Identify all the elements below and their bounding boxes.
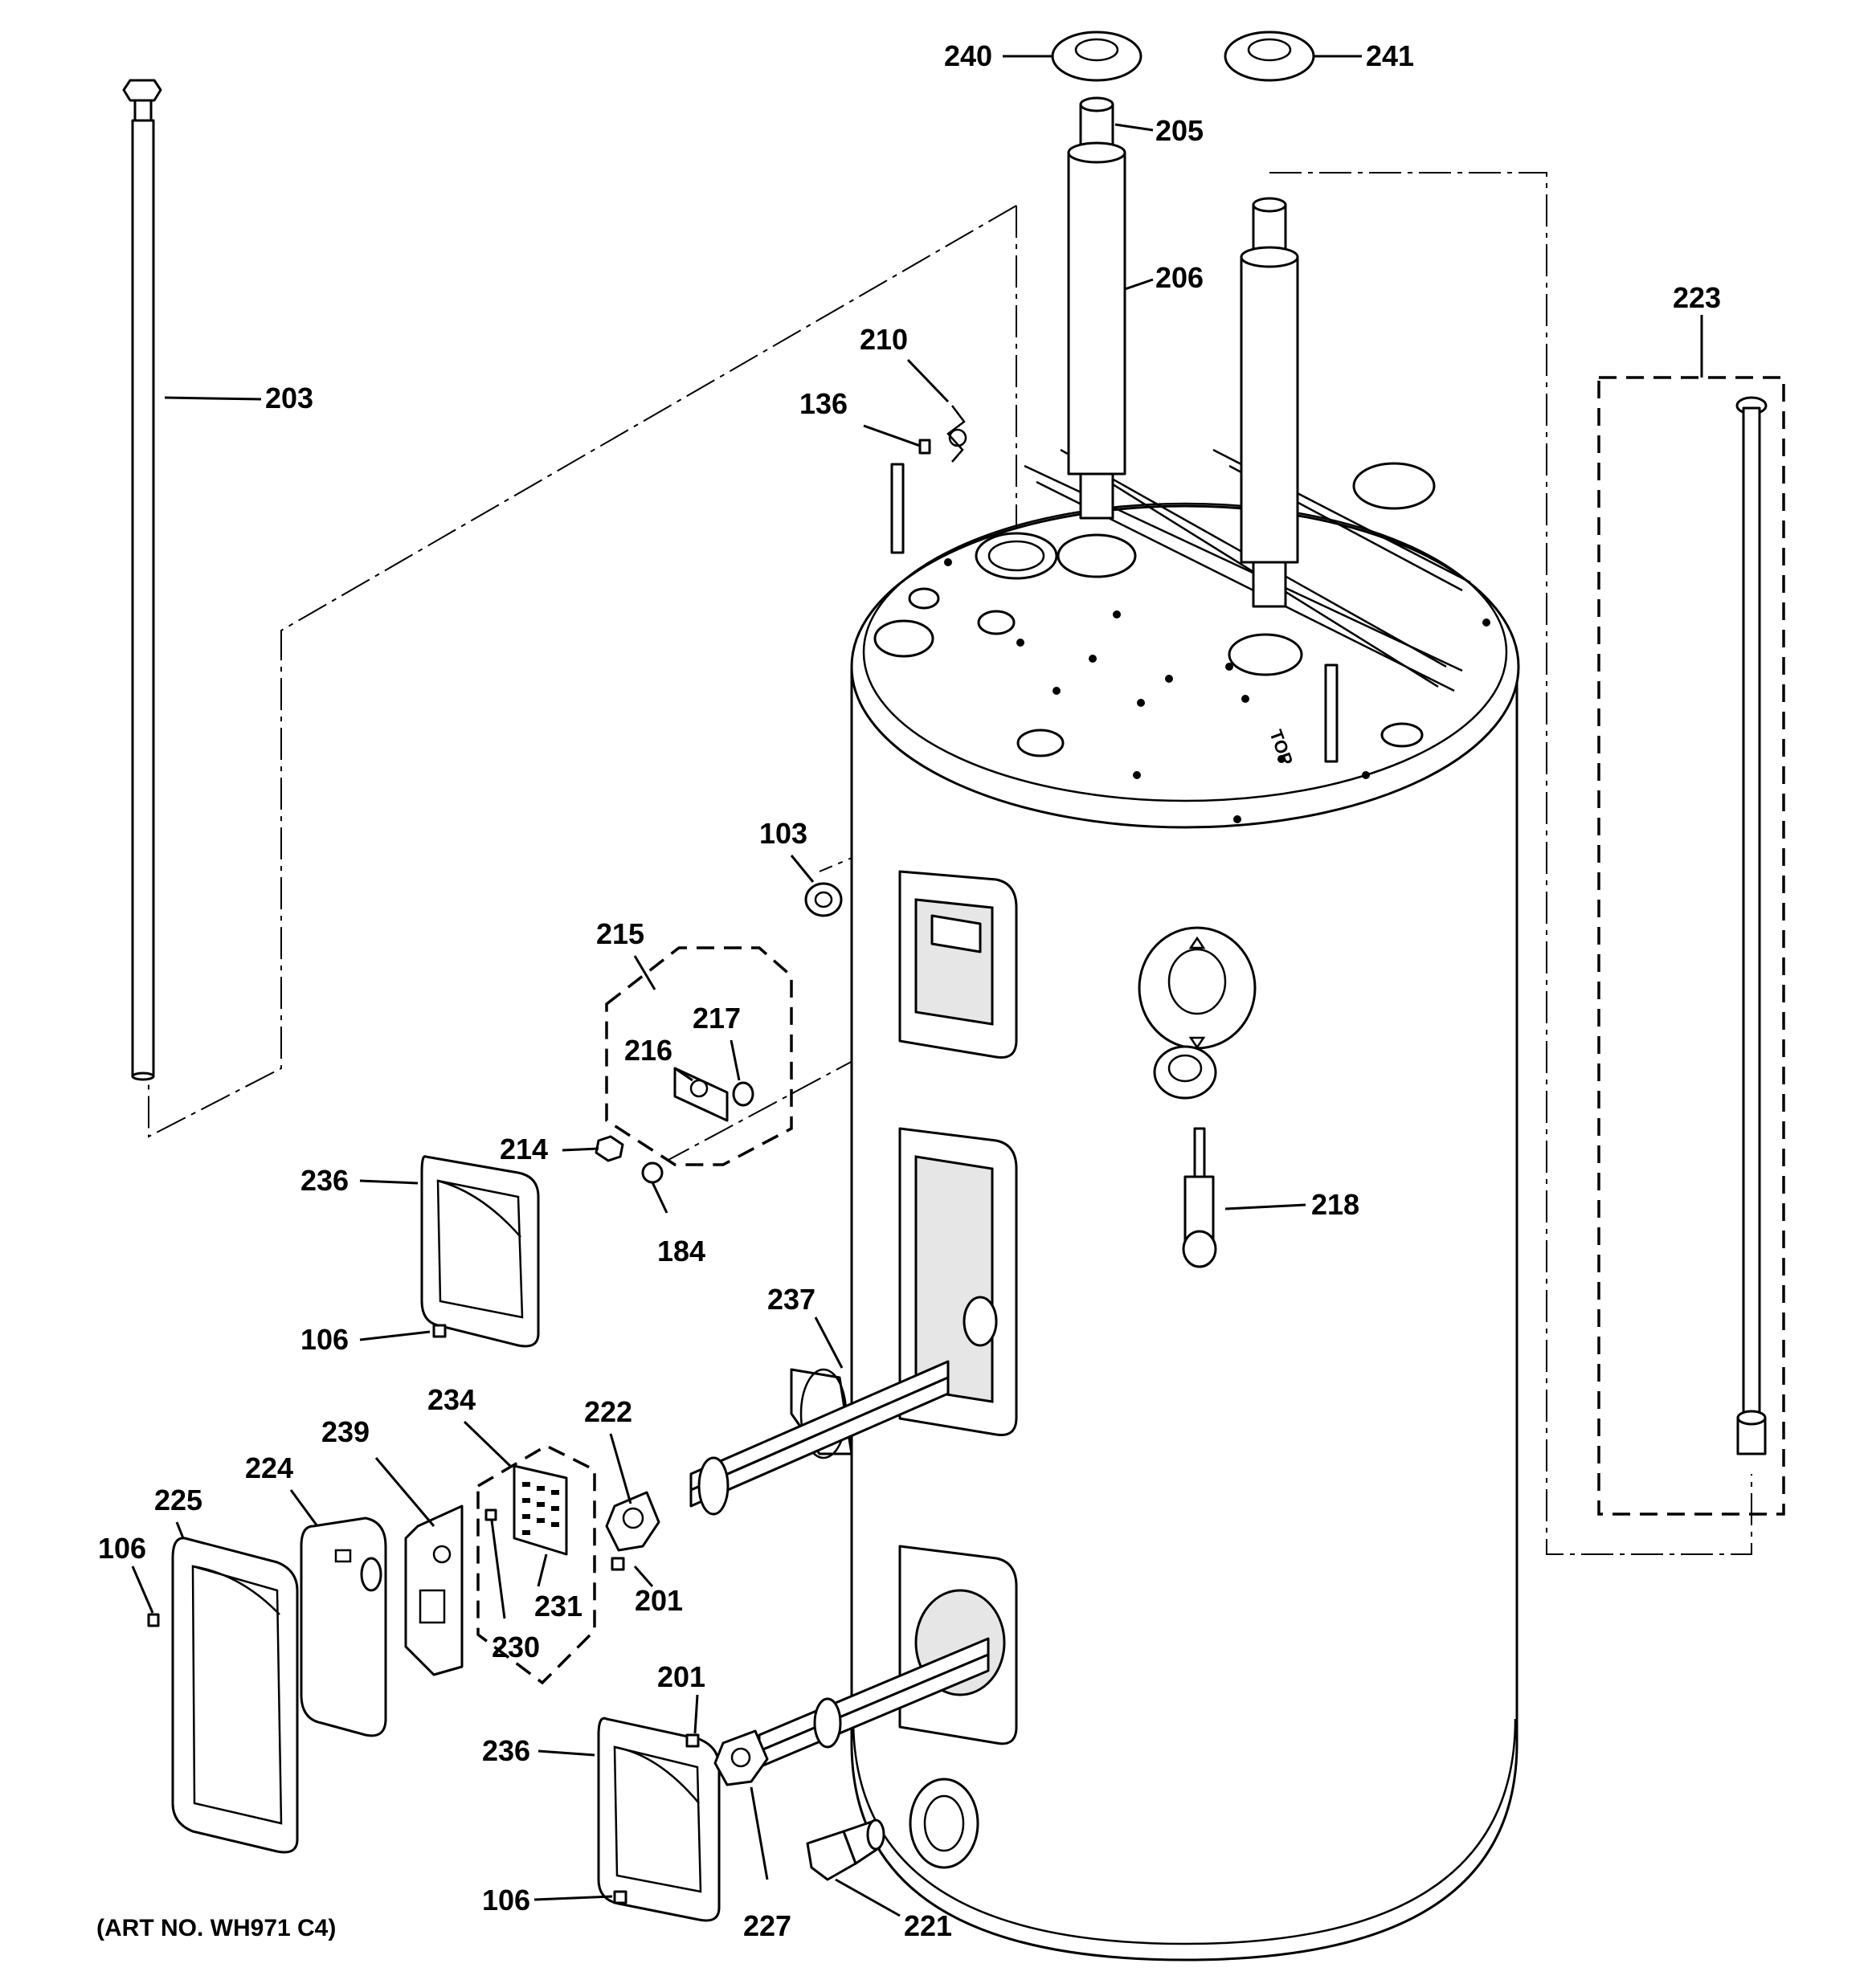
part-234-kit-outline [476, 1444, 596, 1685]
part-241-nipple-cover [1224, 31, 1315, 82]
part-106-screw-lower [613, 1890, 627, 1904]
leader-lines [131, 55, 1703, 1917]
part-103-plug [804, 882, 843, 917]
callout-103: 103 [759, 817, 807, 850]
part-201-screw-lower [685, 1733, 700, 1748]
callout-214: 214 [500, 1133, 548, 1165]
part-240-nipple-cover [1051, 31, 1142, 82]
part-216-bracket [673, 1067, 729, 1122]
callout-223: 223 [1673, 281, 1721, 314]
part-224-cover [300, 1517, 387, 1737]
thermostat-mount-ring [1138, 926, 1257, 1050]
part-222-upper-element [605, 1360, 950, 1552]
part-223-anode-kit [1597, 376, 1785, 1516]
callout-201-upper: 201 [635, 1584, 683, 1617]
part-239-bracket [404, 1504, 464, 1676]
part-231-control-board [513, 1464, 568, 1556]
upper-access-opening [898, 870, 1018, 1059]
callout-201-lower: 201 [657, 1660, 705, 1693]
part-218-thermostat [1153, 1045, 1217, 1268]
part-225-cover [171, 1537, 299, 1854]
lower-access-opening [898, 1545, 1018, 1745]
part-206-dip-tube-left [1067, 141, 1126, 520]
callout-234: 234 [427, 1383, 476, 1416]
callout-227: 227 [743, 1909, 791, 1942]
callout-241: 241 [1366, 39, 1414, 72]
callout-217: 217 [693, 1002, 741, 1035]
callout-236-lower: 236 [482, 1734, 530, 1767]
callout-231: 231 [534, 1590, 582, 1623]
callout-225: 225 [154, 1484, 202, 1517]
callout-236-upper: 236 [300, 1164, 349, 1197]
part-203-anode-rod [122, 79, 162, 1081]
part-227-lower-element [713, 1637, 990, 1786]
part-201-screw-upper [611, 1557, 625, 1571]
callout-222: 222 [584, 1395, 632, 1428]
part-214-nut [595, 1135, 624, 1162]
dip-tube-right [1240, 197, 1299, 608]
part-215-kit-outline [605, 946, 793, 1166]
tank-body: TOP [850, 448, 1520, 1961]
callout-239: 239 [321, 1415, 370, 1448]
callout-221: 221 [904, 1909, 952, 1942]
callout-224: 224 [245, 1451, 293, 1484]
part-230-screw [484, 1508, 497, 1521]
part-236-upper-cover [420, 1155, 540, 1348]
callout-216: 216 [624, 1034, 672, 1067]
part-210-clip [946, 405, 967, 463]
part-217-fastener [732, 1081, 754, 1107]
part-184-washer [641, 1161, 664, 1184]
callout-237: 237 [767, 1283, 815, 1316]
callout-206: 206 [1155, 261, 1204, 294]
callout-218: 218 [1311, 1188, 1359, 1221]
callout-106-left: 106 [98, 1532, 146, 1565]
callout-215: 215 [596, 917, 644, 950]
callout-210: 210 [860, 323, 908, 356]
middle-access-opening [898, 1127, 1018, 1437]
callout-184: 184 [657, 1235, 705, 1268]
callout-203: 203 [265, 382, 313, 414]
part-136-screw [918, 439, 931, 455]
art-number: (ART NO. WH971 C4) [96, 1915, 336, 1941]
callout-205: 205 [1155, 114, 1204, 147]
part-106-screw-upper [432, 1324, 447, 1338]
part-236-lower-cover [597, 1717, 721, 1922]
part-221-drain-valve [806, 1819, 885, 1881]
callout-240: 240 [944, 39, 992, 72]
callout-106-upper: 106 [300, 1323, 349, 1356]
part-106-screw-left [147, 1613, 160, 1627]
callout-labels: 240 241 205 206 203 210 136 223 103 215 … [96, 39, 1721, 1942]
callout-136: 136 [799, 387, 848, 420]
callout-230: 230 [492, 1631, 540, 1663]
callout-106-lower: 106 [482, 1884, 530, 1917]
